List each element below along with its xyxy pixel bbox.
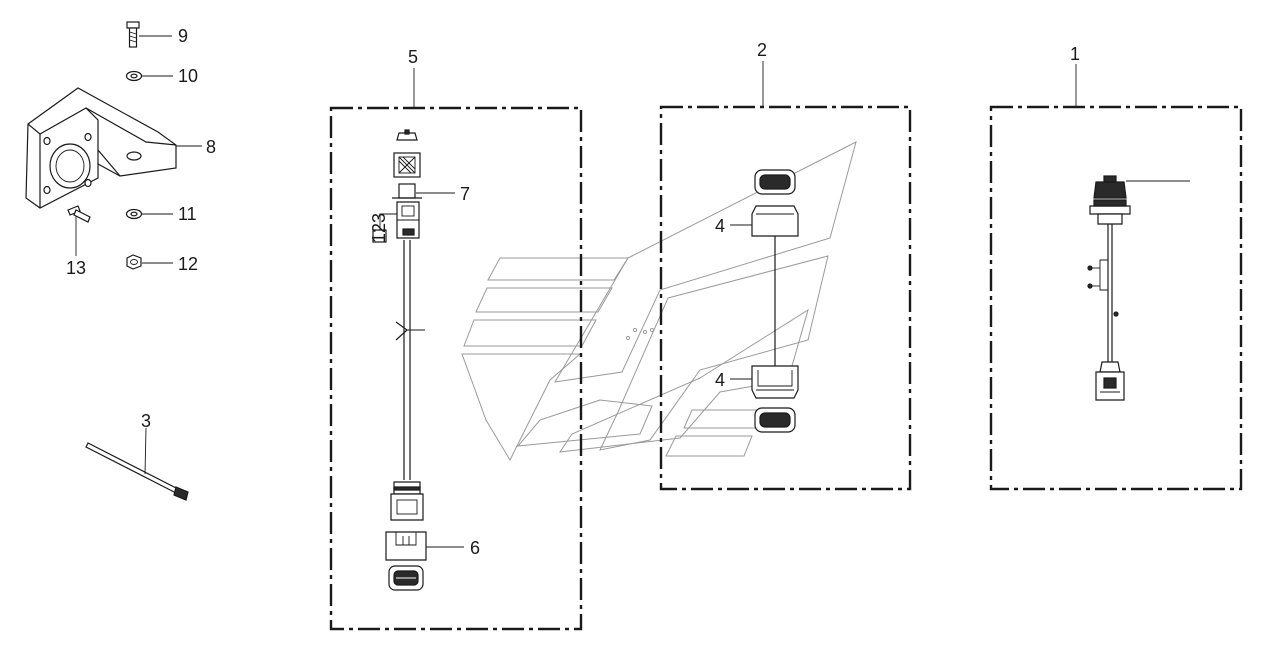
group-box-1: [989, 105, 1243, 491]
callout-1: 1: [1070, 44, 1080, 64]
callout-8: 8: [206, 137, 216, 157]
callout-5: 5: [408, 47, 418, 67]
jumper-assembly-2: [730, 169, 799, 433]
callout-9: 9: [178, 26, 188, 46]
callout-2: 2: [757, 40, 767, 60]
callout-11: 11: [178, 204, 197, 224]
cable-tie-part-3: [85, 427, 189, 501]
group-box-5: [329, 106, 583, 631]
mounting-bracket-part-8: [25, 87, 202, 209]
callout-3: 3: [141, 411, 151, 431]
callout-4-upper: 4: [715, 216, 725, 236]
callout-10: 10: [178, 66, 198, 86]
callout-12: 12: [178, 254, 198, 274]
callout-13: 13: [66, 258, 86, 278]
group-box-2: [659, 105, 912, 491]
sensor-harness-1: [1087, 175, 1190, 401]
stud-part-13: [67, 205, 91, 256]
watermark-logo: [461, 141, 857, 462]
harness-assembly-5: [372, 129, 464, 591]
callout-6: 6: [470, 538, 480, 558]
washer-part-10: [125, 70, 173, 82]
callout-4-lower: 4: [715, 370, 725, 390]
connector-pin-label: 123: [369, 213, 389, 243]
bolt-part-9: [126, 21, 172, 48]
callout-7: 7: [460, 184, 470, 204]
lock-washer-part-11: [125, 208, 173, 220]
nut-part-12: [126, 254, 173, 270]
